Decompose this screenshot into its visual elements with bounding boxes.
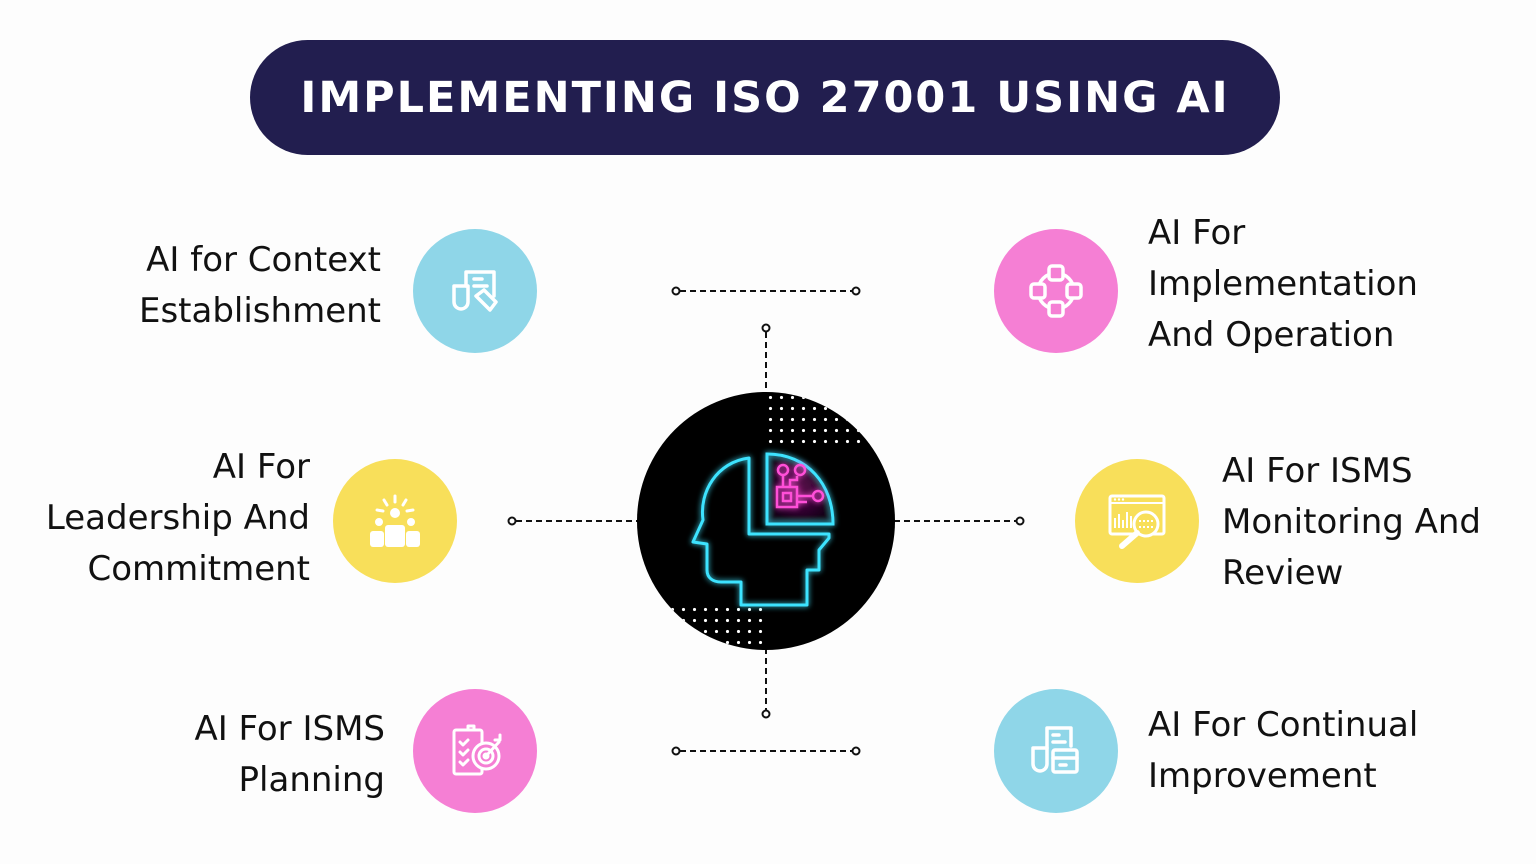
implementation-label: AI For Implementation And Operation xyxy=(1148,208,1418,361)
improvement-icon-circle xyxy=(994,689,1118,813)
label-line: AI For ISMS xyxy=(194,709,385,749)
label-line: AI for Context xyxy=(146,240,381,280)
monitoring-icon-circle xyxy=(1075,459,1199,583)
context-label: AI for Context Establishment xyxy=(139,235,381,337)
label-line: And Operation xyxy=(1148,315,1395,355)
analytics-search-icon xyxy=(1108,494,1166,549)
implementation-icon-circle xyxy=(994,229,1118,353)
label-line: Review xyxy=(1222,553,1344,593)
context-icon-circle xyxy=(413,229,537,353)
network-cycle-icon xyxy=(1029,264,1083,318)
leadership-label: AI For Leadership And Commitment xyxy=(46,442,310,595)
label-line: AI For ISMS xyxy=(1222,451,1413,491)
label-line: Commitment xyxy=(87,549,310,589)
document-card-icon xyxy=(1031,726,1079,774)
clipboard-target-icon xyxy=(452,724,502,776)
label-line: AI For xyxy=(212,447,310,487)
leadership-icon-circle xyxy=(333,459,457,583)
label-line: Establishment xyxy=(138,291,381,331)
center-hub xyxy=(637,392,895,650)
planning-icon-circle xyxy=(413,689,537,813)
dot-pattern xyxy=(667,604,767,650)
page-title: IMPLEMENTING ISO 27001 USING AI xyxy=(300,72,1230,123)
document-tag-icon xyxy=(452,270,498,312)
label-line: Planning xyxy=(238,760,385,800)
label-line: Improvement xyxy=(1148,756,1377,796)
title-banner: IMPLEMENTING ISO 27001 USING AI xyxy=(250,40,1280,155)
monitoring-label: AI For ISMS Monitoring And Review xyxy=(1222,446,1481,599)
team-leader-icon xyxy=(370,494,420,547)
dot-pattern xyxy=(765,392,895,450)
label-line: Monitoring And xyxy=(1222,502,1482,542)
label-line: Implementation xyxy=(1148,264,1418,304)
label-line: Leadership And xyxy=(45,498,310,538)
improvement-label: AI For Continual Improvement xyxy=(1148,700,1418,802)
label-line: AI For Continual xyxy=(1148,705,1419,745)
planning-label: AI For ISMS Planning xyxy=(194,704,385,806)
label-line: AI For xyxy=(1148,213,1246,253)
ai-head-circuit-icon xyxy=(691,452,835,607)
